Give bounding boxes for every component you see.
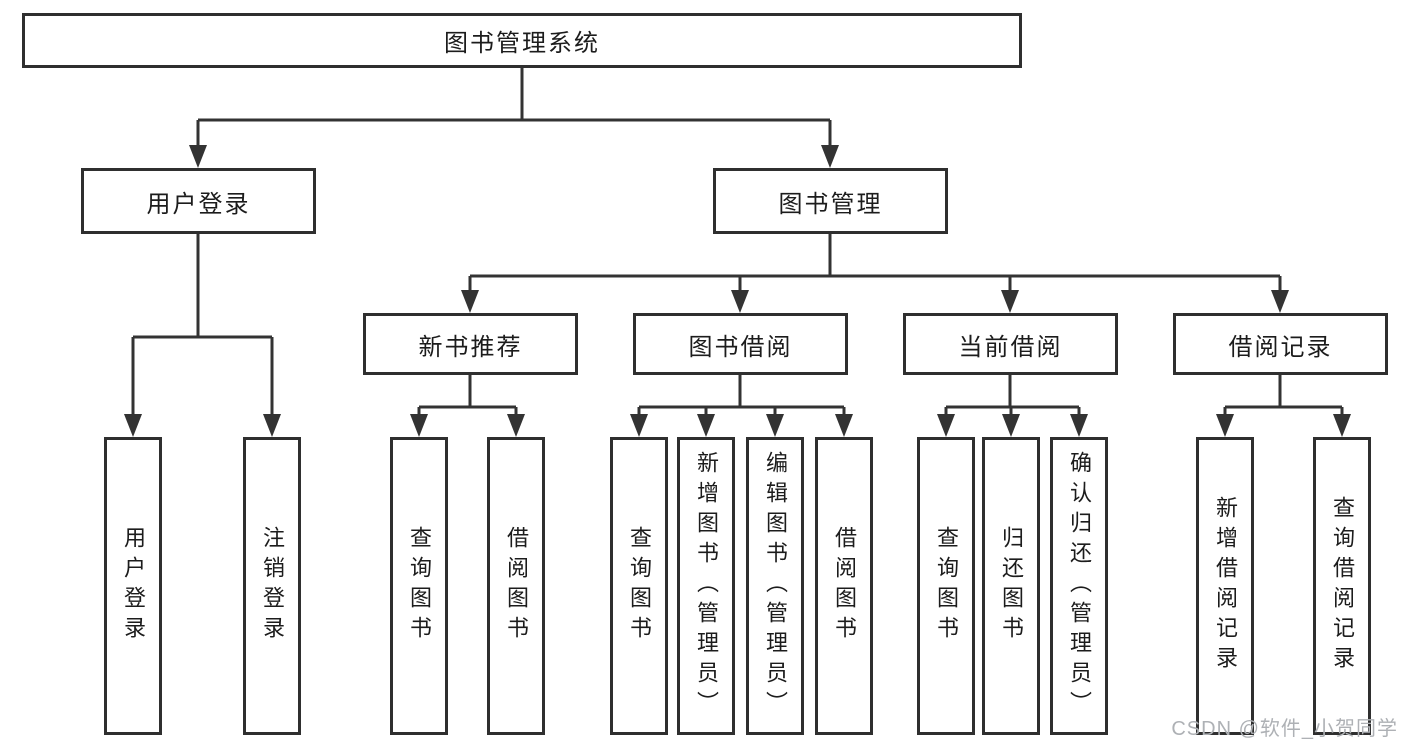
node-query-books-borrow: 查询图书 bbox=[610, 437, 668, 735]
node-new-book-recommend: 新书推荐 bbox=[363, 313, 578, 375]
node-add-book-admin: 新增图书（管理员） bbox=[677, 437, 735, 735]
node-logout: 注销登录 bbox=[243, 437, 301, 735]
node-borrow-books-borrow: 借阅图书 bbox=[815, 437, 873, 735]
node-user-login-branch: 用户登录 bbox=[81, 168, 316, 234]
node-confirm-return-admin: 确认归还（管理员） bbox=[1050, 437, 1108, 735]
node-borrowing-records: 借阅记录 bbox=[1173, 313, 1388, 375]
node-return-book: 归还图书 bbox=[982, 437, 1040, 735]
node-query-books-current: 查询图书 bbox=[917, 437, 975, 735]
node-book-borrowing: 图书借阅 bbox=[633, 313, 848, 375]
csdn-watermark: CSDN @软件_小贺同学 bbox=[1171, 718, 1398, 740]
node-add-borrow-record: 新增借阅记录 bbox=[1196, 437, 1254, 735]
node-library-management-system: 图书管理系统 bbox=[22, 13, 1022, 68]
node-book-management-branch: 图书管理 bbox=[713, 168, 948, 234]
node-borrow-books-recommend: 借阅图书 bbox=[487, 437, 545, 735]
node-current-borrowing: 当前借阅 bbox=[903, 313, 1118, 375]
node-query-books-recommend: 查询图书 bbox=[390, 437, 448, 735]
node-query-borrow-record: 查询借阅记录 bbox=[1313, 437, 1371, 735]
node-user-login: 用户登录 bbox=[104, 437, 162, 735]
node-edit-book-admin: 编辑图书（管理员） bbox=[746, 437, 804, 735]
